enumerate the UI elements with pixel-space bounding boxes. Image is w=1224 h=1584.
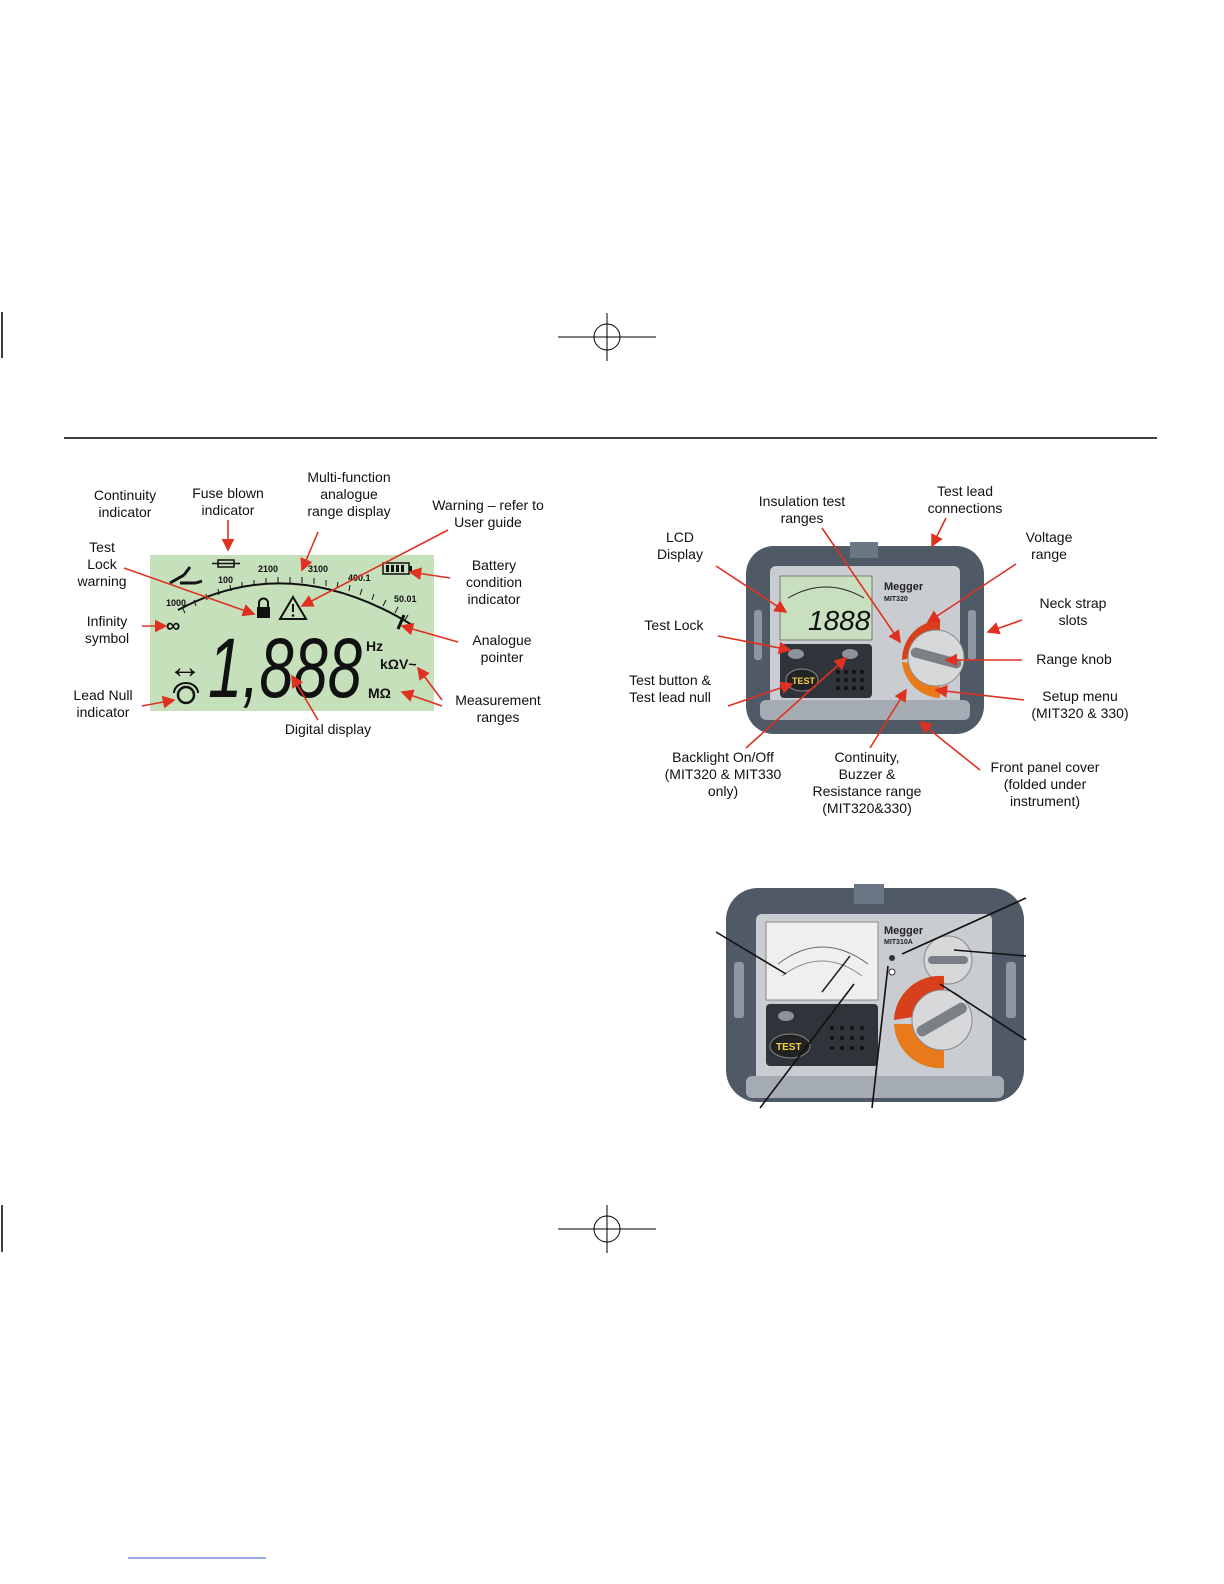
unit-mohm: MΩ xyxy=(368,685,391,701)
warning-icon xyxy=(278,595,308,620)
front-panel-cover xyxy=(760,700,970,720)
analogue-pointer-icon xyxy=(396,614,406,630)
arrow-lcd xyxy=(715,565,788,613)
instrument-diagram: 1888 TEST Megger MIT320 xyxy=(746,542,984,734)
bottom-reg-mark-circle xyxy=(593,1215,621,1243)
instrument-analogue-arrows xyxy=(715,897,1027,1109)
arrow-lead-null xyxy=(141,695,176,709)
label-fuse-blown: Fuse blown indicator xyxy=(192,485,264,518)
arrow-voltage xyxy=(926,563,1017,623)
label-infinity: Infinity symbol xyxy=(84,613,130,646)
label-digital-display: Digital display xyxy=(284,721,372,737)
label-voltage-range: Voltage range xyxy=(1025,529,1073,562)
arrow-insulation xyxy=(821,527,901,644)
arrow-neck-strap xyxy=(986,619,1023,635)
label-test-lead-connections: Test lead connections xyxy=(927,483,1003,516)
backlight-button xyxy=(842,649,858,659)
label-continuity-range: Continuity, Buzzer & Resistance range (M… xyxy=(812,749,922,816)
scale-label-100: 100 xyxy=(218,575,233,585)
scale-label-1000: 1000 xyxy=(166,598,186,608)
scale-label-2100: 2100 xyxy=(258,564,278,574)
neck-strap-slot-left xyxy=(754,610,762,660)
arrow-test-button xyxy=(727,681,794,707)
label-front-panel-cover: Front panel cover (folded under instrume… xyxy=(990,759,1100,809)
label-battery: Battery condition indicator xyxy=(465,557,523,607)
label-test-lock: Test Lock xyxy=(644,617,704,633)
label-warning: Warning – refer to User guide xyxy=(432,497,544,530)
arrow2-range xyxy=(939,983,1027,1041)
unit-hz: Hz xyxy=(366,638,383,654)
arrow-warning xyxy=(300,529,449,607)
test-button-label: TEST xyxy=(792,676,816,686)
arrow-test-lead xyxy=(931,517,947,548)
arrow-measure-2 xyxy=(400,689,443,707)
label-multifunction: Multi-function analogue range display xyxy=(307,469,391,519)
fuse-icon xyxy=(212,559,240,568)
lcd-callout-arrows xyxy=(123,520,459,721)
arrow-continuity xyxy=(869,688,907,749)
arrow-battery xyxy=(408,567,451,580)
label-neck-strap: Neck strap slots xyxy=(1039,595,1107,628)
digital-readout: 1,888 xyxy=(208,621,362,711)
instrument-brand: Megger xyxy=(884,581,924,593)
instrument-model: MIT320 xyxy=(884,596,908,603)
case2-model: MIT310A xyxy=(884,939,913,946)
continuity-icon xyxy=(169,566,203,585)
lead-arrows-icon: ↔ xyxy=(168,648,202,686)
arrow2-knob xyxy=(953,949,1027,957)
infinity-symbol: ∞ xyxy=(166,615,180,637)
test-button xyxy=(785,668,819,692)
arrow2-indicator xyxy=(901,897,1027,955)
scale-label-3100: 3100 xyxy=(308,564,328,574)
arrow-setup-menu xyxy=(934,684,1025,701)
arrow-digital xyxy=(291,674,319,721)
arrow2-lock xyxy=(871,965,889,1109)
arrow2-test xyxy=(759,983,855,1109)
arrow2-meter xyxy=(715,931,787,975)
buzzer-holes xyxy=(836,670,864,690)
arrow-test-lock-btn xyxy=(717,635,792,655)
case2-test-label: TEST xyxy=(776,1042,802,1053)
scale-label-400: 400.1 xyxy=(348,573,371,583)
unit-kv: kΩV~ xyxy=(380,656,417,672)
label-setup-menu: Setup menu (MIT320 & 330) xyxy=(1031,688,1129,721)
label-test-lock-warning: Test Lock warning xyxy=(77,539,127,589)
arrow-pointer xyxy=(400,622,459,643)
label-lcd-display: LCD Display xyxy=(657,529,703,562)
label-lead-null: Lead Null indicator xyxy=(73,687,133,720)
neck-strap-slot-right xyxy=(968,610,976,660)
scale-label-50: 50.01 xyxy=(394,594,417,604)
arrow-measure-1 xyxy=(417,666,443,701)
top-reg-mark-circle xyxy=(593,323,621,351)
label-insulation-ranges: Insulation test ranges xyxy=(758,493,846,526)
label-continuity-indicator: Continuity indicator xyxy=(93,487,157,520)
arrow-multifunction xyxy=(300,531,319,572)
arrow-front-cover xyxy=(918,721,981,771)
instrument-callout-arrows xyxy=(715,517,1025,771)
lead-null-icon xyxy=(173,682,199,705)
label-analogue-pointer: Analogue pointer xyxy=(472,632,532,665)
arrow-backlight xyxy=(745,656,848,749)
instrument-lcd-digits: 1888 xyxy=(808,605,871,636)
label-test-button: Test button & Test lead null xyxy=(629,672,711,705)
case2-brand: Megger xyxy=(884,925,924,937)
test-lock-button xyxy=(788,649,804,659)
label-backlight: Backlight On/Off (MIT320 & MIT330 only) xyxy=(664,749,782,799)
arrow-test-lock xyxy=(123,567,256,617)
label-measurement-ranges: Measurement ranges xyxy=(455,692,541,725)
lock-icon xyxy=(257,597,270,618)
label-range-knob: Range knob xyxy=(1036,651,1112,667)
analogue-scale-ticks xyxy=(181,577,409,621)
instrument-analogue-diagram: TEST Megger MIT310A xyxy=(726,884,1024,1102)
